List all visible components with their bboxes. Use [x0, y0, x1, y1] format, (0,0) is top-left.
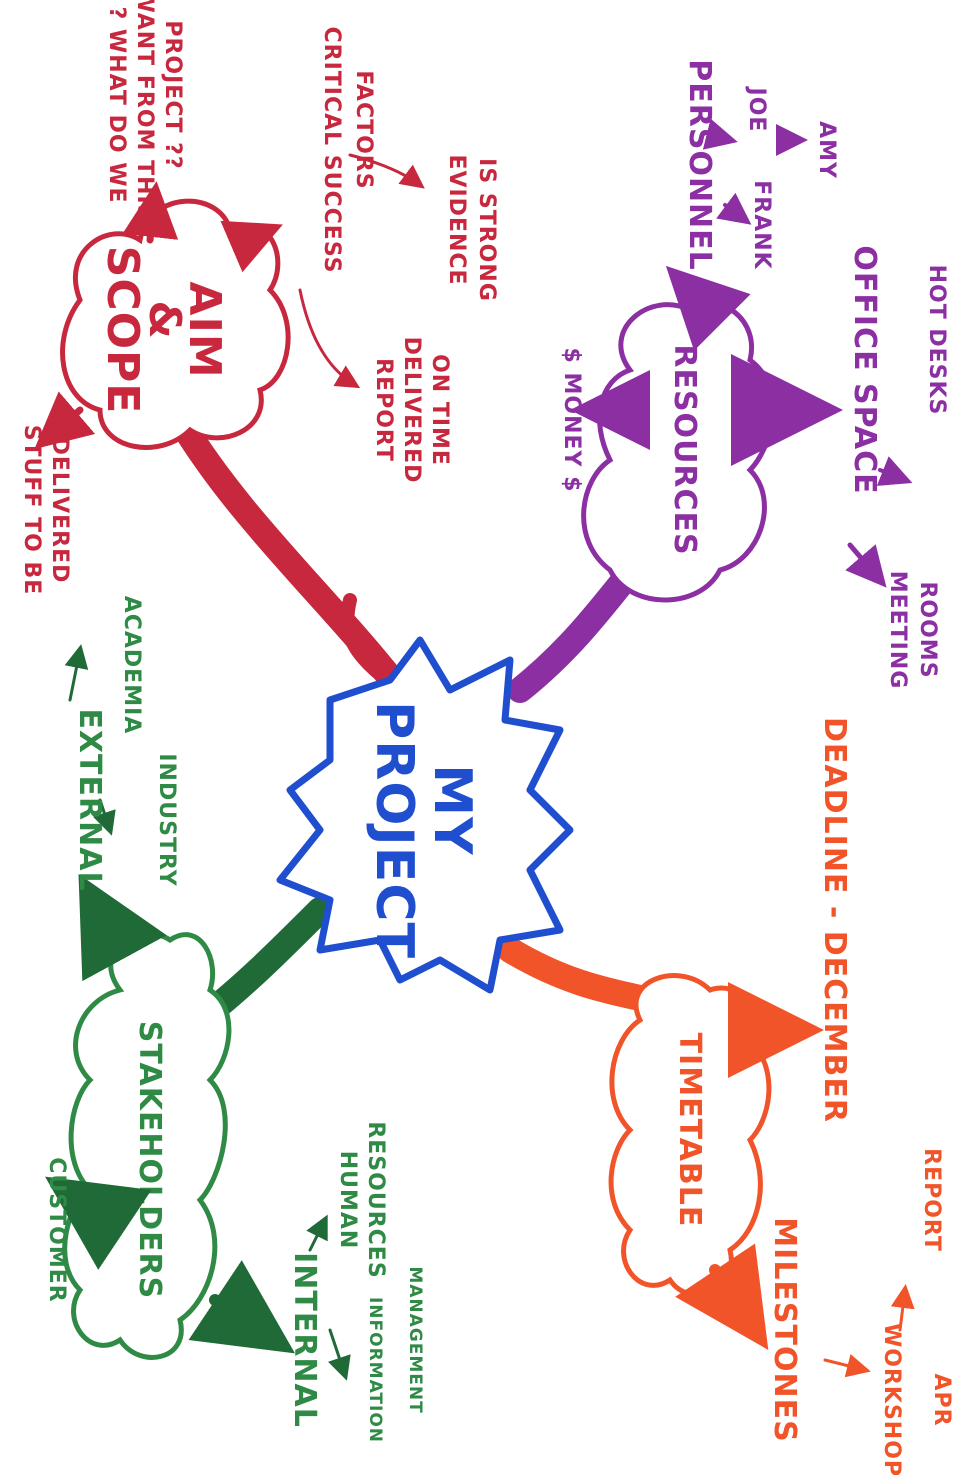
stakeholders-connectors: [45, 644, 351, 1381]
branch-timetable: [497, 937, 663, 1013]
timetable-deadline: DEADLINE - DECEMBER: [817, 717, 852, 1123]
resources-meeting-line1: MEETING: [885, 571, 910, 690]
aim-evidence-line2: IS STRONG: [474, 158, 499, 302]
aim-title-line3: SCOPE: [97, 246, 148, 415]
resources-office-space: OFFICE SPACE: [847, 245, 882, 494]
aim-csf-line1: CRITICAL SUCCESS: [319, 26, 344, 273]
stakeholders-customer: CUSTOMER: [44, 1157, 69, 1302]
timetable-connectors: [675, 982, 915, 1378]
stakeholders-title: STAKEHOLDERS: [132, 1021, 167, 1300]
aim-stuff-line1: STUFF TO BE: [19, 425, 44, 596]
stakeholders-internal: INTERNAL: [287, 1252, 322, 1428]
timetable-milestones: MILESTONES: [767, 1217, 802, 1442]
aim-stuff-line2: DELIVERED: [47, 437, 72, 584]
resources-hot-desks: HOT DESKS: [924, 265, 949, 416]
stakeholders-industry: INDUSTRY: [154, 753, 179, 886]
aim-report-line3: ON TIME: [427, 354, 452, 466]
stakeholders-external: EXTERNAL: [72, 708, 107, 891]
aim-connectors: [34, 153, 425, 450]
timetable-node: TIMETABLE: [608, 973, 772, 1297]
timetable-report: REPORT: [919, 1148, 944, 1252]
resources-joe: JOE: [744, 86, 769, 133]
aim-title-line1: AIM: [179, 281, 230, 378]
aim-question-line3: PROJECT ??: [160, 20, 185, 169]
resources-meeting-line2: ROOMS: [915, 581, 940, 678]
center-title-line1: MY: [422, 764, 482, 856]
aim-question-line1: ? WHAT DO WE: [104, 6, 129, 203]
aim-csf-line2: FACTORS: [351, 70, 376, 189]
resources-title: RESOURCES: [667, 344, 702, 555]
stakeholders-node: STAKEHOLDERS: [62, 931, 232, 1360]
stakeholders-management: MANAGEMENT: [405, 1266, 425, 1413]
branch-aim: [167, 407, 413, 703]
aim-report-line1: REPORT: [371, 358, 396, 462]
stakeholders-human-line1: HUMAN: [335, 1151, 360, 1250]
stakeholders-information: INFORMATION: [365, 1297, 385, 1443]
resources-connectors: [570, 118, 913, 588]
aim-report-line2: DELIVERED: [399, 337, 424, 484]
timetable-workshop: WORKSHOP: [879, 1323, 904, 1477]
resources-amy: AMY: [814, 121, 839, 179]
timetable-title: TIMETABLE: [672, 1033, 707, 1228]
timetable-apr: APR: [929, 1373, 954, 1426]
center-node: MY PROJECT: [276, 636, 574, 994]
aim-evidence-line1: EVIDENCE: [444, 154, 469, 285]
stakeholders-human-line2: RESOURCES: [363, 1121, 388, 1278]
center-title-line2: PROJECT: [364, 701, 424, 959]
aim-question-line2: WANT FROM THIS: [132, 0, 157, 222]
aim-title-line2: &: [139, 300, 190, 339]
resources-frank: FRANK: [749, 180, 774, 269]
resources-node: RESOURCES: [581, 301, 776, 603]
stakeholders-academia: ACADEMIA: [119, 596, 144, 735]
resources-personnel: PERSONNEL: [682, 59, 717, 271]
resources-money: $ MONEY $: [559, 348, 584, 493]
